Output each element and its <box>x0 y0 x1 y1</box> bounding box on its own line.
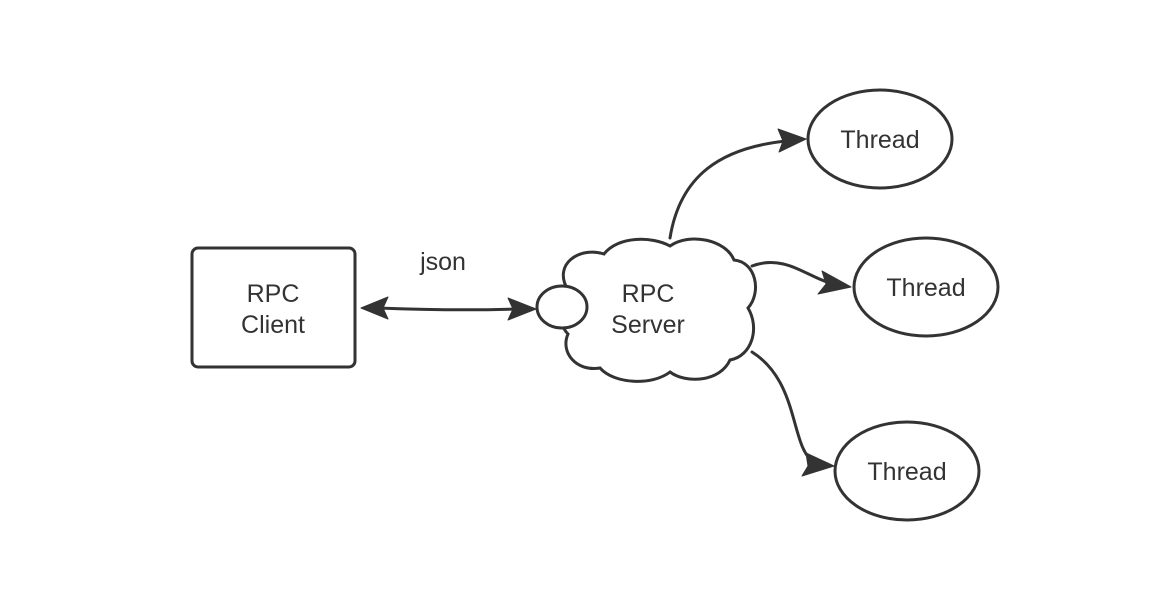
thread-node-1: Thread <box>806 88 954 190</box>
rpc-server-port <box>535 284 589 330</box>
rpc-server-label-line1: RPC <box>622 280 675 308</box>
server-thread2-arrowhead <box>817 270 852 295</box>
server-thread1-edge <box>668 128 807 240</box>
thread-ellipse-1 <box>806 88 954 190</box>
json-edge-arrowhead-left <box>360 296 389 320</box>
json-edge-label: json <box>419 248 466 276</box>
rpc-server-cloud <box>558 237 757 383</box>
rpc-client-label-line2: Client <box>241 311 305 339</box>
thread-label-1: Thread <box>840 126 919 154</box>
rpc-server-label-line2: Server <box>611 311 685 339</box>
json-edge-line <box>376 306 518 312</box>
server-thread3-edge-line <box>750 350 816 464</box>
server-thread3-edge <box>750 350 835 477</box>
rpc-client-label-line1: RPC <box>247 280 300 308</box>
json-edge-arrowhead-right <box>507 297 537 321</box>
thread-label-3: Thread <box>867 458 946 486</box>
rpc-client-box <box>190 246 357 369</box>
rpc-client-node: RPC Client <box>190 246 357 369</box>
json-edge: json <box>360 248 537 321</box>
server-thread2-edge-line <box>750 260 832 285</box>
server-thread1-edge-line <box>668 139 788 240</box>
server-thread3-arrowhead <box>801 452 835 477</box>
server-thread2-edge <box>750 260 852 295</box>
thread-node-2: Thread <box>852 236 1000 338</box>
thread-node-3: Thread <box>833 420 981 522</box>
thread-ellipse-3 <box>833 420 981 522</box>
rpc-server-node: RPC Server <box>535 237 757 383</box>
thread-label-2: Thread <box>886 274 965 302</box>
server-thread1-arrowhead <box>777 128 807 153</box>
thread-ellipse-2 <box>852 236 1000 338</box>
